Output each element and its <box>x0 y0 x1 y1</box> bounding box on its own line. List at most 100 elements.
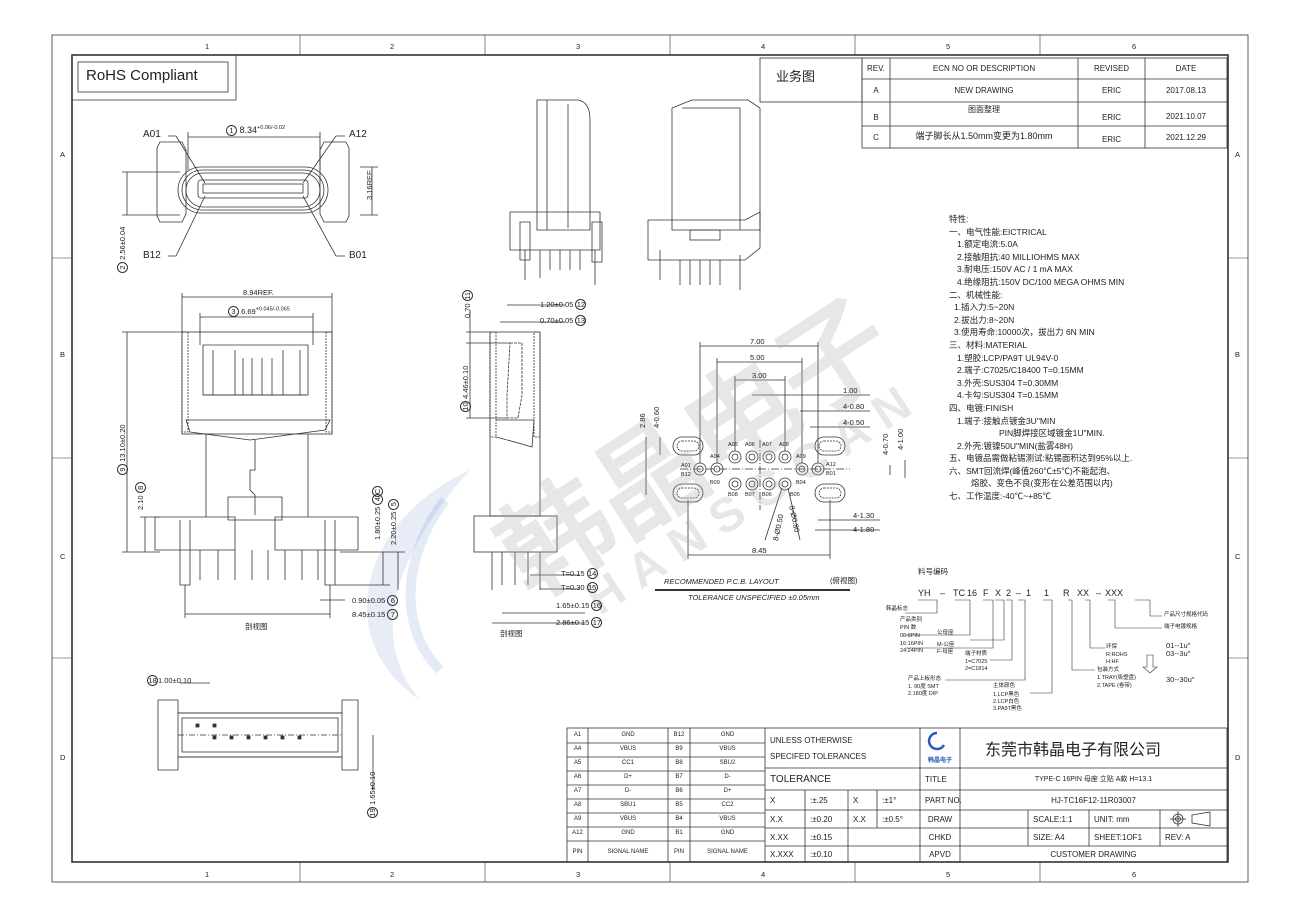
spec-line: 1.端子:接触点镀金3U"MIN <box>957 415 1056 426</box>
bottom-view <box>157 682 374 790</box>
iso-view-left <box>509 99 603 285</box>
pcb-dim: 7.00 <box>750 337 765 346</box>
sheet: SHEET:1OF1 <box>1094 832 1143 842</box>
code-note: 包装方式 <box>1097 667 1120 673</box>
spec-line: 特性: <box>949 214 969 224</box>
code-note: M-公座 <box>937 642 955 648</box>
rev-cell: 2017.08.13 <box>1165 86 1207 95</box>
dim-0-70b: 0.70±0.05 13 <box>540 315 587 326</box>
rev-cell: 图面整理 <box>968 104 1000 114</box>
balloon: 4 <box>372 493 383 505</box>
zone-col-label: 6 <box>1132 870 1137 879</box>
balloon: 13 <box>575 315 587 326</box>
zone-row-label: B <box>60 350 66 359</box>
code-note: 06:6PIN <box>900 633 920 639</box>
zone-col-label: 6 <box>1132 42 1137 51</box>
dim-0-90: 0.90±0.05 6 <box>352 595 399 606</box>
code-seg: X <box>995 588 1002 598</box>
pin-table-cell: GND <box>720 732 735 738</box>
dim-4-46: 10 4.46±0.10 <box>460 366 471 412</box>
chkd-label: CHKD <box>928 832 952 842</box>
balloon: 5 <box>388 498 399 510</box>
code-note: 2=C1814 <box>965 666 988 672</box>
dim-value: 2.10 <box>136 495 145 510</box>
pcb-dim: 1.00 <box>843 386 858 395</box>
code-note: 产品尺寸规格代码 <box>1164 612 1209 618</box>
pin-label: A09 <box>796 454 806 460</box>
pin-table-cell: D+ <box>723 788 732 794</box>
code-note: 16:16PIN <box>900 641 923 647</box>
pin-label: A12 <box>826 462 836 468</box>
code-note: H:HF <box>1106 659 1119 665</box>
tolerance-label: TOLERANCE <box>770 773 831 785</box>
specified-tolerances: SPECIFED TOLERANCES <box>770 751 867 761</box>
spec-line: 3.耐电压:150V AC / 1 mA MAX <box>957 264 1073 275</box>
rev-header: ECN NO OR DESCRIPTION <box>932 64 1036 73</box>
dim-0-70: 0.70 11 <box>462 290 473 318</box>
section-view <box>466 304 585 624</box>
pin-label: B05 <box>790 492 800 498</box>
pin-label: B09 <box>710 480 720 486</box>
spec-line: 2.端子:C7025/C18400 T=0.15MM <box>957 365 1084 376</box>
zone-col-label: 4 <box>761 870 766 879</box>
pcb-dim: 3.00 <box>752 371 767 380</box>
rev-cell: 端子脚长从1.50mm变更为1.80mm <box>915 130 1053 141</box>
spec-line: 四、电镀:FINISH <box>949 402 1014 413</box>
balloon: 16 <box>591 600 603 611</box>
rev-cell: ERIC <box>1101 86 1122 95</box>
balloon: 15 <box>586 582 598 593</box>
zone-col-label: 4 <box>761 42 766 51</box>
code-note: 主体颜色 <box>993 683 1016 689</box>
part-code-leaders <box>905 599 1162 694</box>
dim-value: 6.69 <box>241 307 256 316</box>
pin-table-cell: GND <box>621 830 635 836</box>
balloon: 10 <box>460 401 471 412</box>
pin-table-cell: SBU2 <box>719 760 736 766</box>
pin-label: A05 <box>728 442 738 448</box>
tol-cell: X.X <box>770 814 783 824</box>
view-caption: 剖视图 <box>245 622 268 631</box>
dim-2-56: 2 2.56±0.04 <box>117 227 128 273</box>
part-no: HJ-TC16F12-11R03007 <box>1051 795 1136 805</box>
pin-table-cell: B1 <box>675 830 683 836</box>
size: SIZE: A4 <box>1033 832 1065 842</box>
pin-label: B06 <box>762 492 772 498</box>
spec-line: 1.额定电流:5.0A <box>957 239 1018 250</box>
code-note: 产品类别 <box>900 617 923 623</box>
dim-6-69: 3 6.69+0.045/-0.065 <box>228 306 290 317</box>
dim-value: 0.70 <box>463 303 472 318</box>
pin-label-a01: A01 <box>143 129 161 140</box>
title-label: TITLE <box>925 774 947 784</box>
code-note: 环保 <box>1106 644 1118 650</box>
pin-table-cell: D+ <box>624 774 632 780</box>
pin-label: A04 <box>710 454 720 460</box>
tol-cell: X <box>853 795 859 805</box>
dim-1-65-bottom: 19 1.65±0.10 <box>367 772 378 818</box>
balloon: 17 <box>591 617 603 628</box>
pin-table-cell: B6 <box>675 788 683 794</box>
outer-frame <box>51 34 1249 883</box>
rev-header: DATE <box>1175 64 1197 73</box>
customer-drawing: CUSTOMER DRAWING <box>1050 849 1137 859</box>
code-note: 韩晶标志 <box>886 606 909 612</box>
code-seg: 2 <box>1006 588 1012 598</box>
view-caption: 剖视图 <box>500 629 523 638</box>
spec-line: 3.使用寿命:10000次，拔出力 6N MIN <box>954 327 1095 338</box>
dim-tolerance: +0.06/-0.02 <box>257 125 286 131</box>
spec-line: 二、机械性能: <box>949 289 1003 300</box>
pin-table-cell: D- <box>624 788 632 794</box>
dim-1-00: 181.00±0.10 <box>147 675 191 686</box>
dim-value: 8.45±0.15 <box>352 610 386 619</box>
spec-line: 三、材料:MATERIAL <box>949 339 1028 350</box>
pcb-dim: 4-0.70 <box>881 433 890 455</box>
balloon: 3 <box>228 306 239 317</box>
pin-table-cell: A4 <box>573 746 582 752</box>
pcb-dim: 4-1.00 <box>896 428 905 450</box>
pin-table-cell: VBUS <box>719 746 736 752</box>
tol-cell: X.XX <box>770 832 789 842</box>
pin-table-header: PIN <box>673 848 684 855</box>
zone-col-label: 3 <box>576 42 581 51</box>
pcb-dim: 5.00 <box>750 353 765 362</box>
dim-2-10: 2.10 8 <box>135 482 146 510</box>
rev-cell: C <box>873 132 879 142</box>
